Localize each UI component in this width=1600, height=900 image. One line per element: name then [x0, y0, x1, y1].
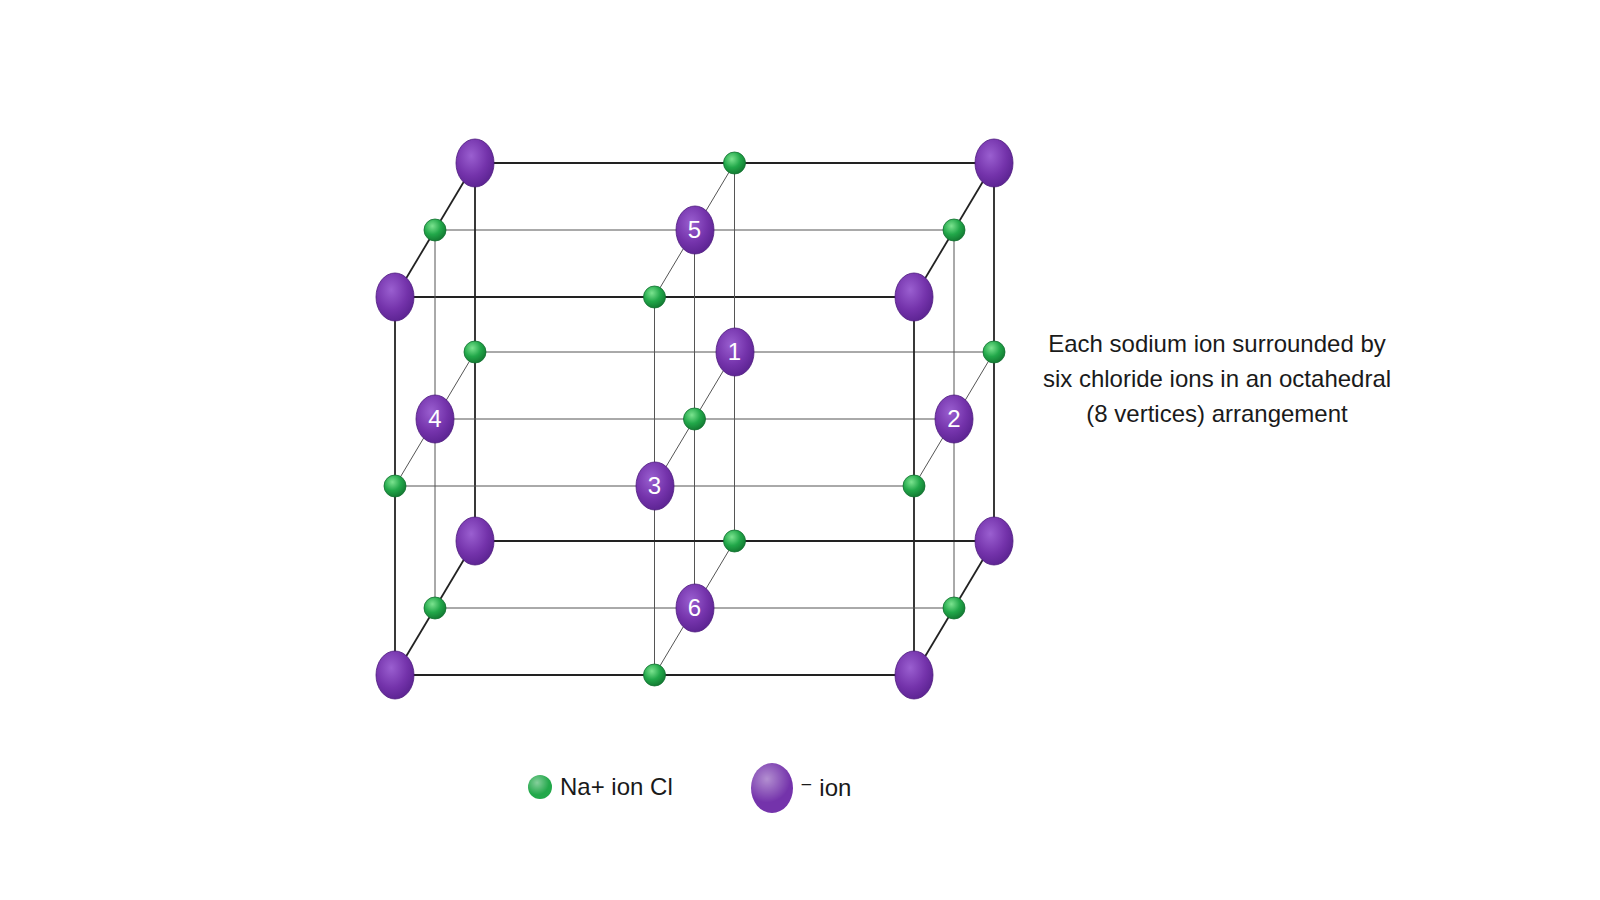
- lattice-line: [914, 541, 994, 675]
- sodium-ion: [464, 341, 486, 363]
- chloride-ion: 4: [415, 394, 455, 444]
- legend-text: Na+ ion Cl: [560, 773, 673, 801]
- note-text: Each sodium ion surrounded by six chlori…: [1042, 326, 1392, 431]
- ion-ellipse: [716, 328, 754, 376]
- callout-number: 2: [947, 407, 960, 431]
- sodium-ion: [724, 530, 746, 552]
- lattice-line: [914, 352, 994, 486]
- chloride-ion: 6: [675, 583, 715, 633]
- ion-ellipse: [676, 206, 714, 254]
- chloride-ion: [456, 517, 494, 565]
- chloride-ion: [975, 517, 1013, 565]
- sodium-ion: [943, 219, 965, 241]
- ion-ellipse: [416, 395, 454, 443]
- chloride-ion: [975, 139, 1013, 187]
- sodium-ion: [424, 597, 446, 619]
- sodium-ion: [983, 341, 1005, 363]
- legend-swatch: [528, 775, 552, 799]
- legend-swatch: [751, 763, 793, 813]
- sodium-ion: [943, 597, 965, 619]
- sodium-ion: [644, 664, 666, 686]
- callout-number: 4: [428, 407, 441, 431]
- callout-number: 5: [688, 218, 701, 242]
- sodium-ion: [644, 286, 666, 308]
- ion-ellipse: [676, 584, 714, 632]
- callout-number: 3: [648, 474, 661, 498]
- chloride-ion: [895, 273, 933, 321]
- lattice-line: [655, 352, 735, 486]
- sodium-ion: [903, 475, 925, 497]
- chloride-ion: [376, 651, 414, 699]
- sodium-ion: [424, 219, 446, 241]
- chloride-ion: 3: [635, 461, 675, 511]
- chloride-ion: 5: [675, 205, 715, 255]
- ion-ellipse: [935, 395, 973, 443]
- callout-number: 1: [728, 340, 741, 364]
- sodium-ion: [724, 152, 746, 174]
- callout-number: 6: [688, 596, 701, 620]
- chloride-ion: [456, 139, 494, 187]
- chloride-ion: [895, 651, 933, 699]
- sodium-ion: [684, 408, 706, 430]
- sodium-ion: [384, 475, 406, 497]
- ion-ellipse: [636, 462, 674, 510]
- legend-text: ⁻ ion: [800, 774, 851, 802]
- chloride-ion: 2: [934, 394, 974, 444]
- chloride-ion: 1: [715, 327, 755, 377]
- chloride-ion: [376, 273, 414, 321]
